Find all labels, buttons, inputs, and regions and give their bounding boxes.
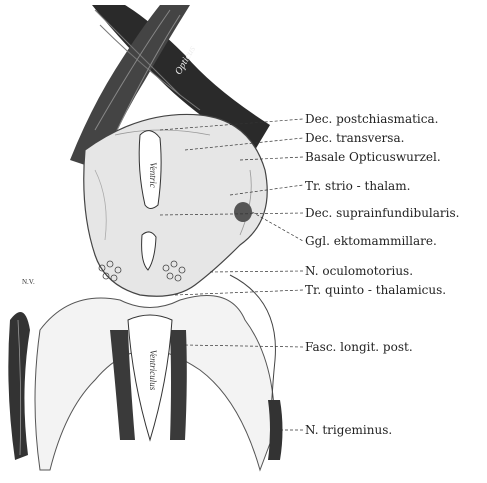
ggl-ektomammillare <box>234 202 252 222</box>
label-dec-transversa: Dec. transversa. <box>305 132 404 145</box>
nerve-tag-label: N.V. <box>22 278 35 286</box>
left-nerve <box>8 312 30 460</box>
label-n-oculomotorius: N. oculomotorius. <box>305 265 413 278</box>
label-tr-quinto-thalamicus: Tr. quinto - thalamicus. <box>305 284 446 297</box>
label-dec-suprainfundibularis: Dec. suprainfundibularis. <box>305 207 459 220</box>
label-fasc-longit-post: Fasc. longit. post. <box>305 341 413 354</box>
brainstem: Ventriculus <box>35 296 275 471</box>
ventricle-lower-label: Ventriculus <box>148 350 158 391</box>
label-dec-postchiasmatica: Dec. postchiasmatica. <box>305 113 438 126</box>
label-tr-strio-thalam: Tr. strio - thalam. <box>305 180 410 193</box>
label-basale-opticuswurzel: Basale Opticuswurzel. <box>305 151 441 164</box>
label-ggl-ektomammillare: Ggl. ektomammillare. <box>305 235 437 248</box>
ventricle-upper-label: Ventric <box>148 162 158 188</box>
label-n-trigeminus: N. trigeminus. <box>305 424 392 437</box>
